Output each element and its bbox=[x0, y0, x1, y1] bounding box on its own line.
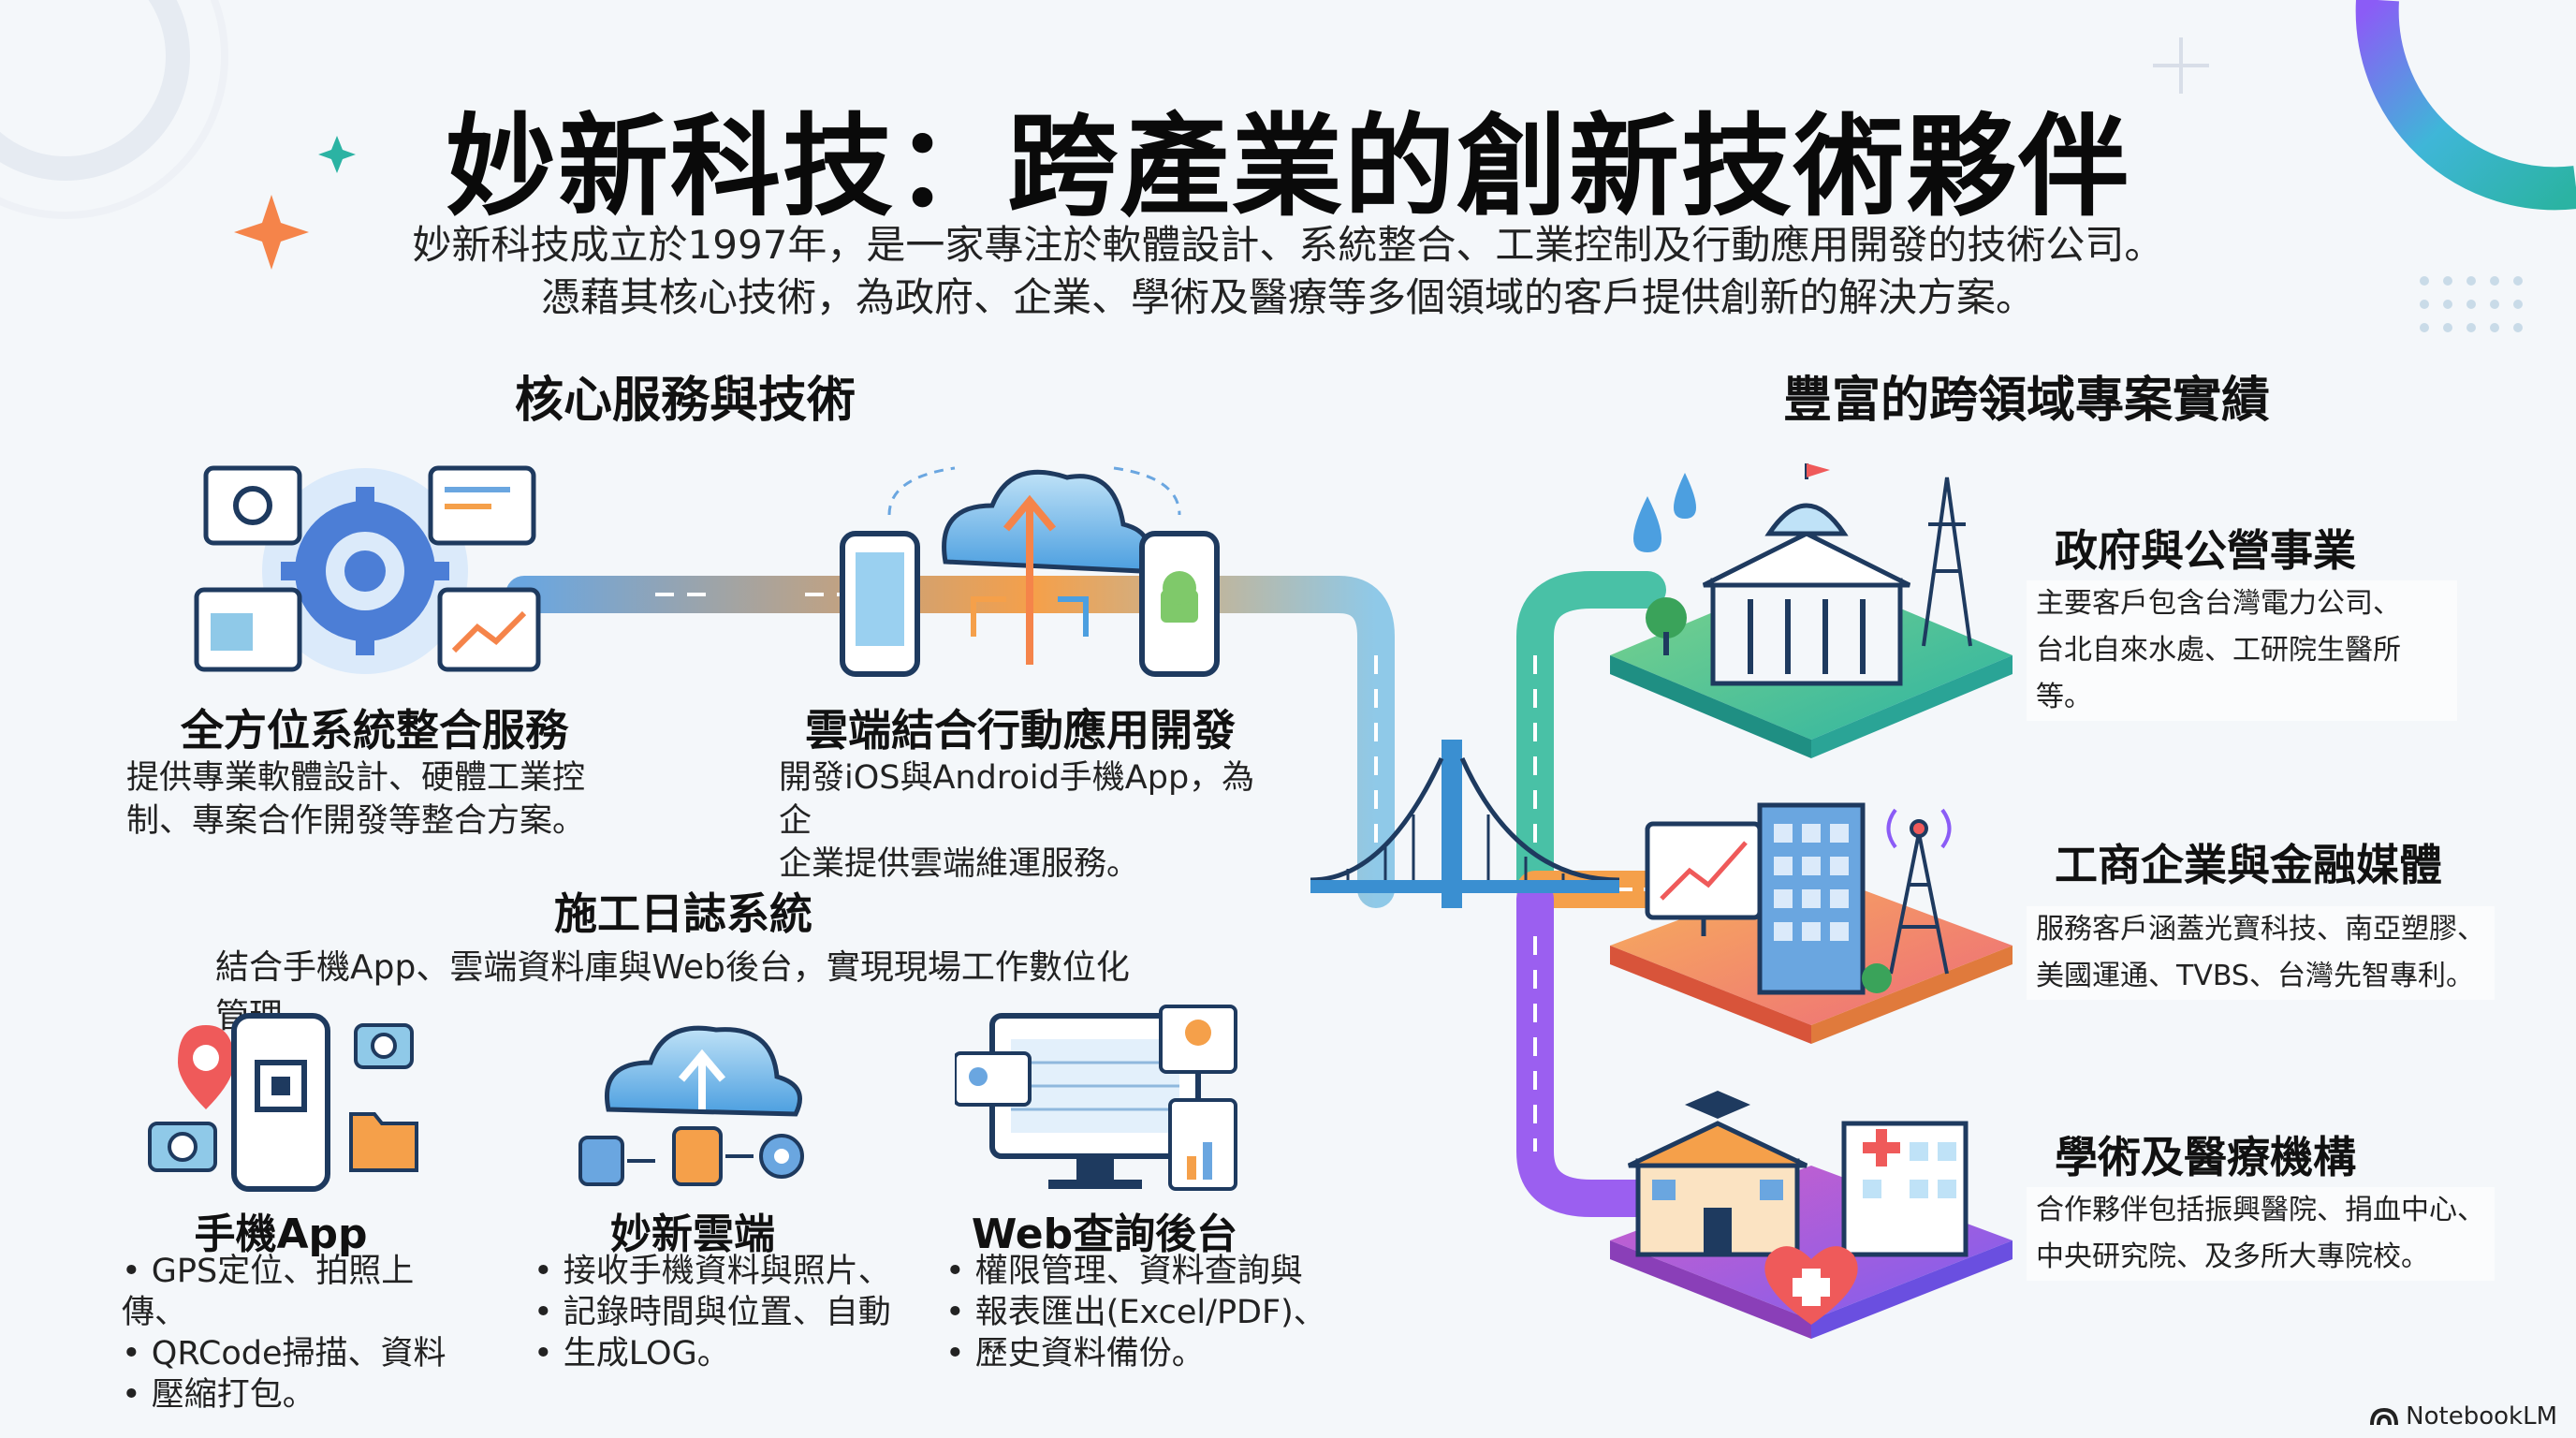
heart-icon bbox=[1764, 1246, 1858, 1325]
service-desc-line: 企業提供雲端維運服務。 bbox=[779, 845, 1140, 883]
feature-item: 報表匯出(Excel/PDF)、 bbox=[945, 1292, 1339, 1333]
feature-item: 權限管理、資料查詢與 bbox=[945, 1251, 1339, 1292]
power-tower-icon bbox=[1922, 477, 1972, 647]
log-system-title: 施工日誌系統 bbox=[554, 888, 812, 939]
capitol-icon bbox=[1702, 463, 1911, 686]
service-desc-line: 制、專案合作開發等整合方案。 bbox=[126, 802, 586, 840]
feature-item: 接收手機資料與照片、 bbox=[534, 1251, 899, 1292]
stock-chart-icon bbox=[1645, 821, 1763, 936]
project-desc-line: 中央研究院、及多所大專院校。 bbox=[2036, 1240, 2429, 1273]
school-icon bbox=[1627, 1091, 1808, 1257]
service-desc-cloud-mobile: 開發iOS與Android手機App，為企 企業提供雲端維運服務。 bbox=[779, 756, 1284, 886]
user-card-icon bbox=[955, 1005, 1237, 1107]
android-icon bbox=[1139, 531, 1220, 677]
hospital-icon bbox=[1841, 1121, 1969, 1257]
feature-list-cloud: 接收手機資料與照片、 記錄時間與位置、自動 生成LOG。 bbox=[534, 1251, 899, 1374]
feature-item: 歷史資料備份。 bbox=[945, 1333, 1339, 1374]
enterprise-tile bbox=[1610, 802, 2012, 1044]
bridge-icon bbox=[1310, 740, 1619, 908]
core-services-heading: 核心服務與技術 bbox=[515, 373, 856, 429]
project-title-academic-medical: 學術及醫療機構 bbox=[2055, 1132, 2356, 1182]
phone-icon bbox=[840, 531, 920, 677]
feature-item: QRCode掃描、資料 bbox=[122, 1333, 459, 1374]
antenna-icon bbox=[1886, 808, 1952, 975]
page-title: 妙新科技：跨產業的創新技術夥伴 bbox=[445, 102, 2130, 231]
brand-label: NotebookLM bbox=[2406, 1402, 2557, 1431]
cloud-upload-icon bbox=[942, 469, 1151, 665]
folder-icon bbox=[349, 1112, 418, 1172]
service-desc-line: 開發iOS與Android手機App，為企 bbox=[779, 759, 1255, 840]
feature-list-web-backend: 權限管理、資料查詢與 報表匯出(Excel/PDF)、 歷史資料備份。 bbox=[945, 1251, 1339, 1374]
page-subtitle-line1: 妙新科技成立於1997年，是一家專注於軟體設計、系統整合、工業控制及行動應用開發… bbox=[412, 222, 2164, 268]
government-tile bbox=[1610, 463, 2012, 758]
project-desc-government: 主要客戶包含台灣電力公司、 台北自來水處、工研院生醫所等。 bbox=[2027, 580, 2457, 721]
service-title-integration: 全方位系統整合服務 bbox=[181, 705, 568, 756]
feature-item: 記錄時間與位置、自動 bbox=[534, 1292, 899, 1333]
project-title-government: 政府與公營事業 bbox=[2055, 525, 2356, 576]
project-desc-line: 主要客戶包含台灣電力公司、 bbox=[2036, 587, 2401, 620]
project-title-enterprise: 工商企業與金融媒體 bbox=[2055, 840, 2442, 890]
feature-item: 生成LOG。 bbox=[534, 1333, 899, 1374]
projects-heading: 豐富的跨領域專案實績 bbox=[1783, 373, 2271, 429]
database-icon bbox=[578, 1126, 723, 1186]
service-desc-integration: 提供專業軟體設計、硬體工業控 制、專案合作開發等整合方案。 bbox=[126, 756, 632, 843]
feature-item: 壓縮打包。 bbox=[122, 1374, 459, 1416]
project-desc-line: 台北自來水處、工研院生醫所等。 bbox=[2036, 634, 2401, 713]
qrcode-icon bbox=[231, 1013, 330, 1192]
gear-icon bbox=[281, 487, 449, 655]
camera-icon bbox=[148, 1023, 414, 1172]
service-desc-line: 提供專業軟體設計、硬體工業控 bbox=[126, 759, 586, 797]
monitor-icon bbox=[989, 1013, 1201, 1189]
notebooklm-logo-icon bbox=[2370, 1407, 2399, 1426]
office-building-icon bbox=[1757, 802, 1866, 995]
system-integration-illustration bbox=[194, 465, 541, 674]
mobile-app-illustration bbox=[148, 1013, 418, 1192]
miaoxin-cloud-illustration bbox=[578, 1025, 804, 1186]
notebooklm-brand: NotebookLM bbox=[2370, 1402, 2557, 1431]
academic-medical-tile bbox=[1610, 1091, 2012, 1339]
service-title-cloud-mobile: 雲端結合行動應用開發 bbox=[805, 705, 1236, 756]
project-desc-academic-medical: 合作夥伴包括振興醫院、捐血中心、 中央研究院、及多所大專院校。 bbox=[2027, 1187, 2495, 1281]
feature-list-mobile-app: GPS定位、拍照上傳、 QRCode掃描、資料 壓縮打包。 bbox=[122, 1251, 459, 1416]
cloud-mobile-illustration bbox=[840, 466, 1220, 677]
map-pin-icon bbox=[178, 1025, 234, 1109]
page-subtitle-line2: 憑藉其核心技術，為政府、企業、學術及醫療等多個領域的客戶提供創新的解決方案。 bbox=[540, 274, 2035, 320]
project-desc-line: 服務客戶涵蓋光寶科技、南亞塑膠、 bbox=[2036, 913, 2485, 946]
gear-icon bbox=[759, 1134, 804, 1179]
project-desc-line: 美國運通、TVBS、台灣先智專利。 bbox=[2036, 960, 2474, 992]
web-backend-illustration bbox=[955, 1005, 1237, 1191]
feature-item: GPS定位、拍照上傳、 bbox=[122, 1251, 459, 1333]
project-desc-line: 合作夥伴包括振興醫院、捐血中心、 bbox=[2036, 1194, 2485, 1226]
project-desc-enterprise: 服務客戶涵蓋光寶科技、南亞塑膠、 美國運通、TVBS、台灣先智專利。 bbox=[2027, 906, 2495, 1000]
